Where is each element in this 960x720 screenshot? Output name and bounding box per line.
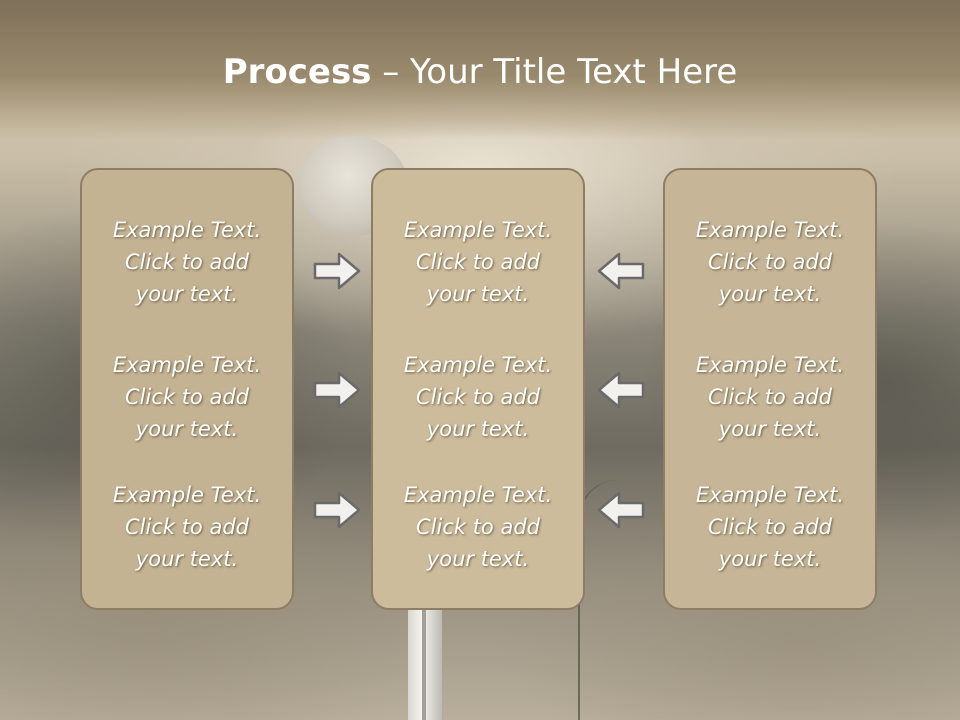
text-placeholder[interactable]: Example Text. Click to add your text. (373, 479, 583, 575)
process-box-right[interactable]: Example Text. Click to add your text. Ex… (663, 168, 877, 610)
arrow-left-icon[interactable] (597, 251, 645, 291)
arrow-left-icon[interactable] (597, 370, 645, 410)
text-line: Example Text. (112, 353, 262, 377)
text-line: Example Text. (403, 483, 553, 507)
text-placeholder[interactable]: Example Text. Click to add your text. (82, 479, 292, 575)
text-line: Click to add (415, 385, 540, 409)
text-placeholder[interactable]: Example Text. Click to add your text. (665, 349, 875, 445)
text-line: Example Text. (695, 218, 845, 242)
text-line: Click to add (707, 515, 832, 539)
text-line: Click to add (124, 385, 249, 409)
text-line: Example Text. (403, 218, 553, 242)
process-box-left[interactable]: Example Text. Click to add your text. Ex… (80, 168, 294, 610)
text-line: Example Text. (695, 353, 845, 377)
text-line: Click to add (124, 515, 249, 539)
text-placeholder[interactable]: Example Text. Click to add your text. (82, 214, 292, 310)
text-line: your text. (718, 282, 822, 306)
text-line: your text. (135, 282, 239, 306)
process-box-center[interactable]: Example Text. Click to add your text. Ex… (371, 168, 585, 610)
text-line: Example Text. (695, 483, 845, 507)
text-placeholder[interactable]: Example Text. Click to add your text. (373, 214, 583, 310)
text-line: your text. (135, 417, 239, 441)
text-line: Click to add (707, 385, 832, 409)
text-line: your text. (426, 282, 530, 306)
text-placeholder[interactable]: Example Text. Click to add your text. (665, 214, 875, 310)
text-line: Click to add (415, 250, 540, 274)
text-line: your text. (426, 417, 530, 441)
arrow-left-icon[interactable] (597, 490, 645, 530)
text-line: your text. (135, 547, 239, 571)
text-line: Click to add (124, 250, 249, 274)
microphone-stand (408, 600, 442, 720)
title-bold-part: Process (222, 52, 372, 92)
text-line: your text. (718, 547, 822, 571)
arrow-right-icon[interactable] (313, 490, 361, 530)
text-line: your text. (426, 547, 530, 571)
arrow-right-icon[interactable] (313, 370, 361, 410)
text-placeholder[interactable]: Example Text. Click to add your text. (665, 479, 875, 575)
text-line: Click to add (415, 515, 540, 539)
slide-title[interactable]: Process – Your Title Text Here (0, 52, 960, 92)
title-band (0, 0, 960, 140)
text-line: your text. (718, 417, 822, 441)
text-line: Example Text. (112, 483, 262, 507)
arrow-right-icon[interactable] (313, 251, 361, 291)
text-placeholder[interactable]: Example Text. Click to add your text. (373, 349, 583, 445)
title-rest-part: – Your Title Text Here (371, 52, 738, 92)
text-line: Example Text. (403, 353, 553, 377)
text-line: Example Text. (112, 218, 262, 242)
text-line: Click to add (707, 250, 832, 274)
text-placeholder[interactable]: Example Text. Click to add your text. (82, 349, 292, 445)
